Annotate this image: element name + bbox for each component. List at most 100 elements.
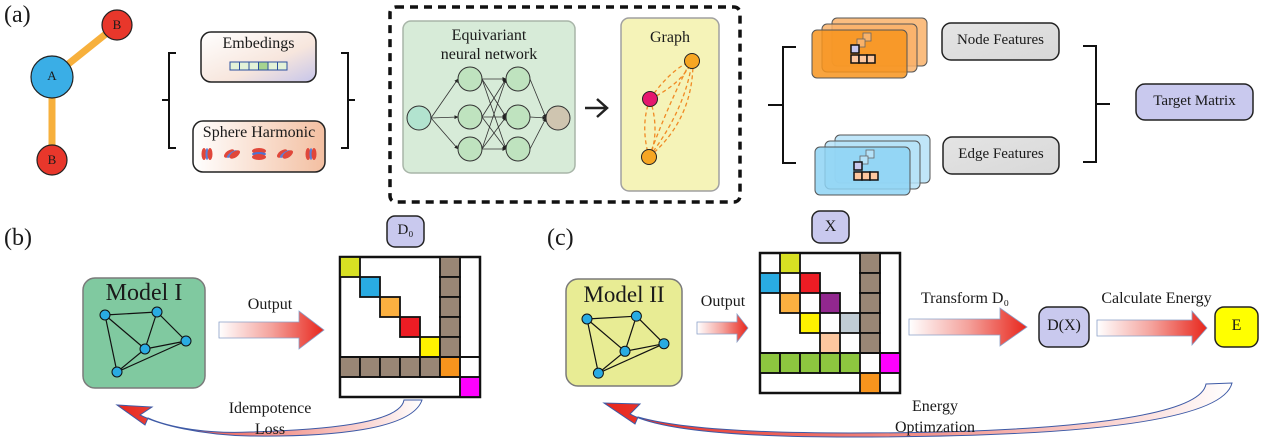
embeddings-label: Embedings [222,35,295,52]
dx-label: D(X) [1047,317,1081,334]
edge-feature-stack [814,134,931,196]
graph-title: Graph [650,29,690,46]
matrix-cell [859,252,881,274]
matrix-cell [439,276,461,298]
feature-cell [858,54,868,64]
matrix-cell [379,296,401,318]
matrix-cell [859,332,881,354]
energy-label: E [1231,317,1242,334]
embedding-cell [258,61,269,71]
graph-node-top [684,53,700,69]
arrow-to-graph-icon [585,98,609,118]
bracket-right-inputs [341,52,355,149]
graph-icon-edge [598,350,626,374]
equivariant-nn-title-line1: Equivariant [451,27,527,44]
matrix-cell [779,292,801,314]
nn-node [505,66,531,92]
graph-icon-node [99,309,111,321]
matrix-cell [799,352,821,374]
graph-icon-edge [144,340,187,350]
energy-optimization-line1: Energy [912,398,958,415]
model-i-title: Model I [105,280,183,306]
matrix-cell [439,256,461,278]
atom-b2 [36,144,68,176]
nn-edges [430,77,547,151]
nn-edge [481,78,507,150]
graph-icon-edge [116,340,187,373]
matrix-cell [459,376,481,398]
nn-node [457,66,483,92]
d0-matrix [338,255,482,399]
nn-edge [430,78,459,119]
nn-node [406,105,432,131]
feature-cell [853,161,863,171]
nn-edge [529,117,547,150]
atom-b1 [101,9,133,41]
matrix-cell [359,276,381,298]
matrix-cell [439,316,461,338]
graph-icon-edge [586,315,637,320]
atom-a-label: A [47,68,57,83]
model-frame-dashed [388,5,742,204]
node-feature-stack [811,17,928,79]
feature-cell [850,54,860,64]
matrix-cell [819,352,841,374]
matrix-cell [799,272,821,294]
nn-edge [430,115,459,120]
edge-features-label: Edge Features [958,146,1044,162]
graph-icon-node [619,345,631,357]
feature-layer [814,146,911,196]
bracket-right-features [1083,45,1110,163]
graph-icon-edge [156,311,187,342]
graph-node-bottom [641,149,657,165]
idempotence-loss-line2: Loss [254,421,286,438]
molecule [30,9,133,176]
panel-label-a: (a) [4,2,31,28]
graph-icon-edge [586,318,599,374]
harmonic-diagonal-icon [277,149,293,159]
matrix-cell [819,332,841,354]
graph-icon-edge [598,343,665,374]
transform-label: Transform D₀ [920,290,1010,307]
matrix-cell [399,356,421,378]
d0-label: D₀ [397,222,414,238]
nn-node [505,104,531,130]
dx-box [1038,306,1090,348]
panel-label-b: (b) [4,225,32,251]
output-label-b: Output [247,296,293,313]
matrix-cell [359,356,381,378]
bracket-left-inputs [162,52,176,149]
matrix-cell [759,272,781,294]
harmonic-lobe-icon [305,148,317,160]
feature-cell [850,44,860,54]
harmonic-lobe-icon [201,148,213,160]
model-i-box [82,277,206,389]
output-arrow-b [218,310,325,350]
matrix-cell [859,272,881,294]
x-box [811,210,850,244]
matrix-cell [779,352,801,374]
sphere-harmonic-box [192,120,326,173]
matrix-cell [439,296,461,318]
matrix-cell [879,352,901,374]
matrix-cell [859,292,881,314]
embedding-cell [239,61,250,71]
matrix-cell [379,356,401,378]
graph-icon-edge [104,311,158,316]
graph-icon-edge [116,348,146,373]
nn-edge [529,78,547,119]
feature-cell [853,171,863,181]
feature-cell [865,149,875,159]
graph-icon-edge [624,315,637,352]
graph-icon-node [111,366,123,378]
atom-a [30,55,74,99]
model-i-graph-icon [99,306,192,378]
embedding-cell [229,61,240,71]
graph-icon-node [658,338,670,350]
graph-icon-edge [624,343,665,352]
sphere-harmonic-label: Sphere Harmonic [202,124,316,141]
transform-arrow [908,307,1028,347]
matrix-cell [399,316,421,338]
matrix-cell [759,352,781,374]
